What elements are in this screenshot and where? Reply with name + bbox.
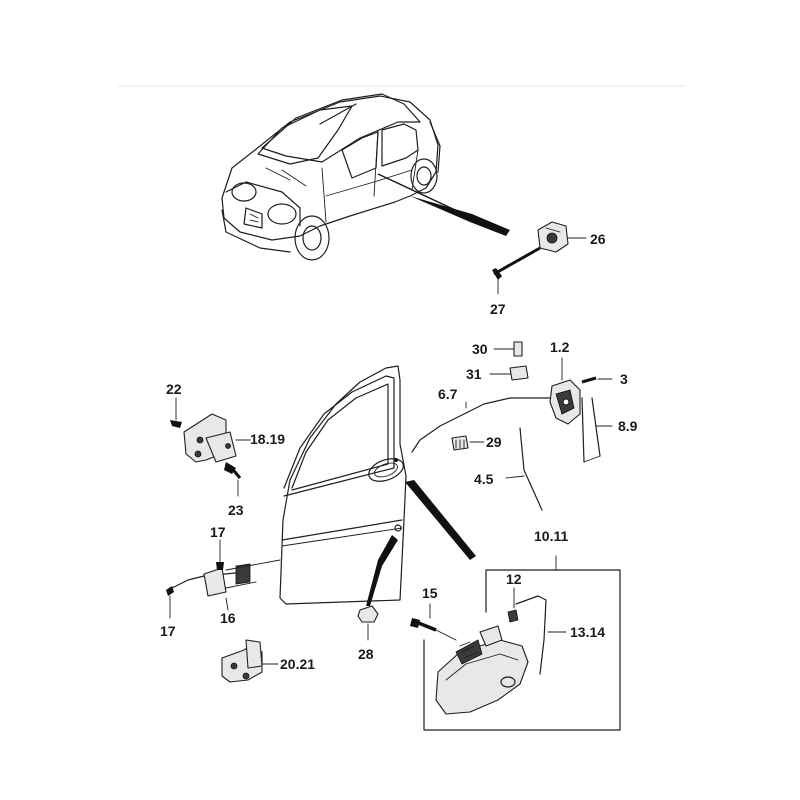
- callout-29: 29: [486, 434, 502, 450]
- callout-20-21: 20.21: [280, 656, 315, 672]
- part-15-screw: [410, 603, 437, 632]
- part-28-plug: [357, 605, 379, 641]
- callout-30: 30: [472, 341, 488, 357]
- rod-4-5: [519, 427, 543, 511]
- callout-31: 31: [466, 366, 482, 382]
- callout-6-7: 6.7: [438, 386, 458, 402]
- outer-door-handle: [435, 625, 529, 715]
- callout-16: 16: [220, 610, 236, 626]
- part-23-bolt: [224, 462, 242, 497]
- callout-27: 27: [490, 301, 506, 317]
- part-27-screw: [492, 246, 541, 295]
- callout-13-14: 13.14: [570, 624, 605, 640]
- callout-4-5: 4.5: [474, 471, 494, 487]
- handle-assembly-box: [423, 555, 621, 731]
- callout-12: 12: [506, 571, 522, 587]
- callout-23: 23: [228, 502, 244, 518]
- callout-17-lower: 17: [160, 623, 176, 639]
- callout-18-19: 18.19: [250, 431, 285, 447]
- part-20-21-lower-hinge: [221, 639, 279, 683]
- door-panel: [279, 365, 407, 605]
- part-26-striker: [537, 221, 587, 253]
- part-16-door-check: [171, 559, 281, 611]
- part-31-clip: [489, 365, 529, 381]
- leader-strip-plug: [366, 535, 398, 606]
- rod-8-9: [581, 397, 601, 463]
- callout-22: 22: [166, 381, 182, 397]
- leader-strip-handle: [405, 480, 476, 560]
- part-30-clip: [493, 341, 523, 357]
- part-17-upper-screw: [216, 539, 224, 570]
- callout-17-upper: 17: [210, 524, 226, 540]
- callout-1-2: 1.2: [550, 339, 570, 355]
- callout-26: 26: [590, 231, 606, 247]
- rod-13-14: [515, 595, 547, 675]
- part-17-lower-screw: [166, 586, 174, 619]
- rod-6-7: [411, 397, 553, 453]
- part-29-clip: [451, 435, 485, 451]
- part-3-screw: [581, 376, 613, 384]
- callout-3: 3: [620, 371, 628, 387]
- callout-10-11: 10.11: [534, 528, 568, 544]
- callout-15: 15: [422, 585, 438, 601]
- part-1-2-latch: [549, 357, 581, 425]
- part-12-clip: [507, 587, 519, 623]
- callout-28: 28: [358, 646, 374, 662]
- car-illustration: [221, 93, 510, 261]
- callout-8-9: 8.9: [618, 418, 638, 434]
- part-18-19-upper-hinge: [183, 413, 251, 463]
- part-22-bolt: [170, 397, 182, 428]
